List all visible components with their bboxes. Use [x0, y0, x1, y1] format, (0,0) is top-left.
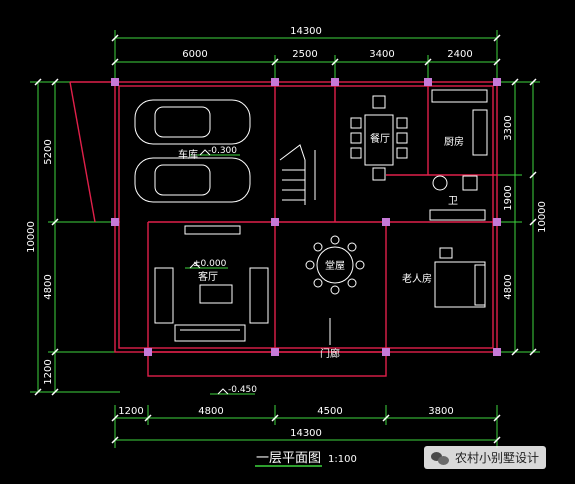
left-total-dim: 10000 — [26, 221, 37, 253]
left-dim-1: 5200 — [43, 139, 54, 164]
level-living: ±0.000 — [193, 259, 227, 269]
cars — [134, 99, 251, 203]
round-table — [305, 235, 365, 295]
chat-bubble-icon — [431, 451, 449, 465]
elder-room-bed — [434, 247, 486, 308]
top-dim-3: 3400 — [369, 49, 394, 60]
room-label-bath: 卫 — [448, 196, 458, 207]
level-garage: -0.300 — [208, 146, 237, 156]
dimension-lines — [30, 30, 540, 467]
bottom-dim-2: 4800 — [198, 406, 223, 417]
watermark-text: 农村小别墅设计 — [455, 451, 540, 465]
room-label-porch: 门廊 — [320, 347, 340, 360]
structural-columns — [111, 78, 501, 356]
drawing-scale: 1:100 — [328, 454, 357, 465]
right-dim-3: 4800 — [503, 274, 514, 299]
walls — [69, 81, 498, 377]
drawing-title: 一层平面图 — [256, 451, 321, 466]
room-label-kitchen: 厨房 — [444, 135, 464, 148]
level-outside: -0.450 — [228, 385, 257, 395]
right-total-dim: 10000 — [537, 201, 548, 233]
kitchen-fixtures — [429, 89, 488, 221]
room-label-hall: 堂屋 — [325, 260, 345, 272]
room-label-garage: 车库 — [178, 148, 198, 161]
top-dim-4: 2400 — [447, 49, 472, 60]
dining-table — [350, 95, 408, 181]
room-label-dining: 餐厅 — [370, 132, 390, 145]
bottom-total-dim: 14300 — [290, 428, 322, 439]
right-dim-1: 3300 — [503, 115, 514, 140]
top-dim-1: 6000 — [182, 49, 207, 60]
top-total-dim: 14300 — [290, 26, 322, 37]
left-dim-3: 1200 — [43, 359, 54, 384]
room-label-elder-room: 老人房 — [402, 272, 432, 285]
stair — [279, 144, 316, 205]
bottom-dim-1: 1200 — [118, 406, 143, 417]
dimension-ticks — [34, 34, 537, 444]
room-label-living: 客厅 — [198, 270, 218, 283]
watermark: 农村小别墅设计 — [424, 446, 547, 469]
right-dim-2: 1900 — [503, 185, 514, 210]
level-markers — [189, 149, 229, 395]
bottom-dim-4: 3800 — [428, 406, 453, 417]
bottom-dim-3: 4500 — [317, 406, 342, 417]
living-furniture — [154, 225, 269, 342]
left-dim-2: 4800 — [43, 274, 54, 299]
top-dim-2: 2500 — [292, 49, 317, 60]
